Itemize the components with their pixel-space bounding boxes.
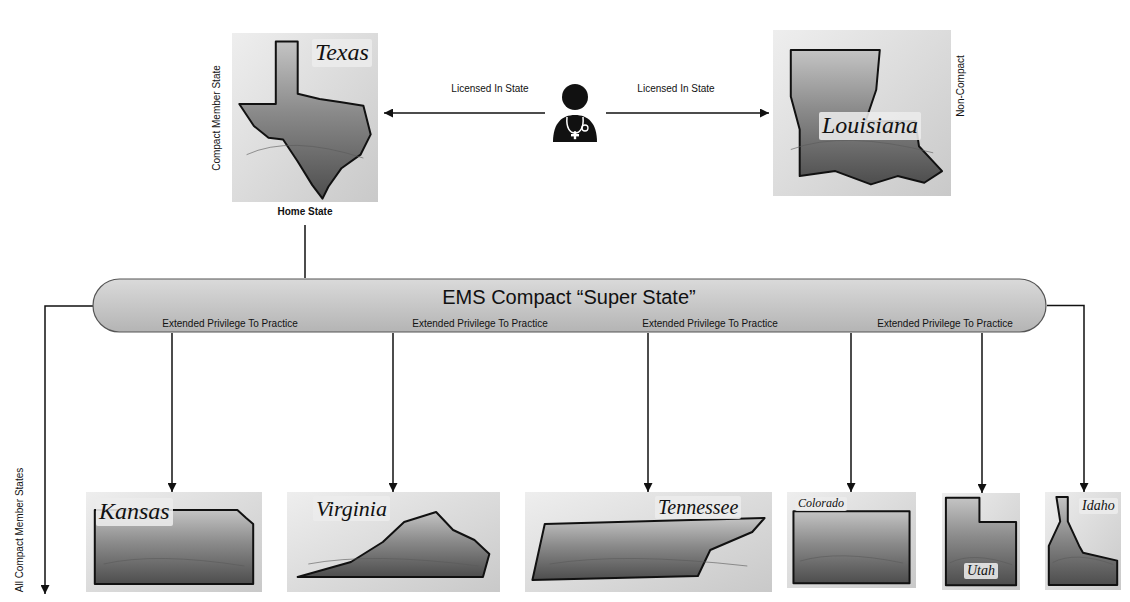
picture-ground xyxy=(287,492,500,592)
scenery-line xyxy=(104,558,245,566)
colorado-state: Colorado xyxy=(787,492,916,588)
member-status-label: Non-Compact xyxy=(955,55,967,117)
virginia-state: Virginia xyxy=(287,492,500,592)
band-title: EMS Compact “Super State” xyxy=(442,286,695,309)
home-state-label: Home State xyxy=(277,206,332,218)
scenery-line xyxy=(1053,557,1114,564)
license-arrow xyxy=(384,112,545,114)
picture-ground xyxy=(525,492,772,592)
state-name: Kansas xyxy=(96,498,173,526)
state-name: Louisiana xyxy=(819,112,921,140)
state-name: Texas xyxy=(312,39,372,67)
scenery-line xyxy=(550,558,748,566)
privilege-label: Extended Privilege To Practice xyxy=(877,318,1012,330)
connector xyxy=(647,333,649,492)
connector xyxy=(1047,306,1084,493)
louisiana-state: Louisiana Non-Compact xyxy=(773,30,969,196)
band-outline xyxy=(93,279,1046,332)
state-outline xyxy=(791,50,942,184)
state-outline xyxy=(946,498,1016,585)
texas-state: TexasHome State Compact Member State xyxy=(208,33,380,225)
state-outline xyxy=(1049,497,1117,585)
utah-state: Utah xyxy=(942,493,1020,590)
state-name: Virginia xyxy=(313,496,390,521)
state-name: Utah xyxy=(964,563,998,579)
picture-ground xyxy=(232,33,378,202)
all-members-arrow xyxy=(45,306,93,594)
member-status-label: Compact Member State xyxy=(211,65,223,171)
connector xyxy=(171,333,173,492)
privilege-label: Extended Privilege To Practice xyxy=(162,318,297,330)
all-members-label: All Compact Member States xyxy=(14,468,26,593)
picture-ground xyxy=(86,492,262,592)
picture-ground xyxy=(773,30,951,196)
scenery-line xyxy=(800,556,903,563)
state-name: Idaho xyxy=(1079,498,1118,514)
state-outline xyxy=(793,511,909,583)
connector xyxy=(392,333,394,492)
state-name: Tennessee xyxy=(655,496,741,519)
state-outline xyxy=(298,512,490,577)
state-name: Colorado xyxy=(795,497,847,511)
license-arrow xyxy=(606,112,769,114)
tennessee-state: Tennessee xyxy=(525,492,772,592)
state-outline xyxy=(532,518,764,580)
kansas-state: Kansas xyxy=(86,492,262,592)
connector xyxy=(981,333,983,493)
doctor-icon xyxy=(553,84,597,142)
picture-ground xyxy=(787,492,916,588)
picture-ground xyxy=(1045,492,1121,590)
privilege-label: Extended Privilege To Practice xyxy=(412,318,547,330)
picture-ground xyxy=(942,493,1020,590)
scenery-line xyxy=(791,140,933,153)
scenery-line xyxy=(247,145,364,158)
idaho-state: Idaho xyxy=(1045,492,1121,590)
privilege-label: Extended Privilege To Practice xyxy=(642,318,777,330)
connector xyxy=(304,225,306,278)
scenery-line xyxy=(308,558,478,566)
license-label: Licensed In State xyxy=(451,83,528,95)
license-label: Licensed In State xyxy=(637,83,714,95)
compact-band: EMS Compact “Super State” Extended Privil… xyxy=(92,278,1047,333)
connector xyxy=(850,333,852,492)
